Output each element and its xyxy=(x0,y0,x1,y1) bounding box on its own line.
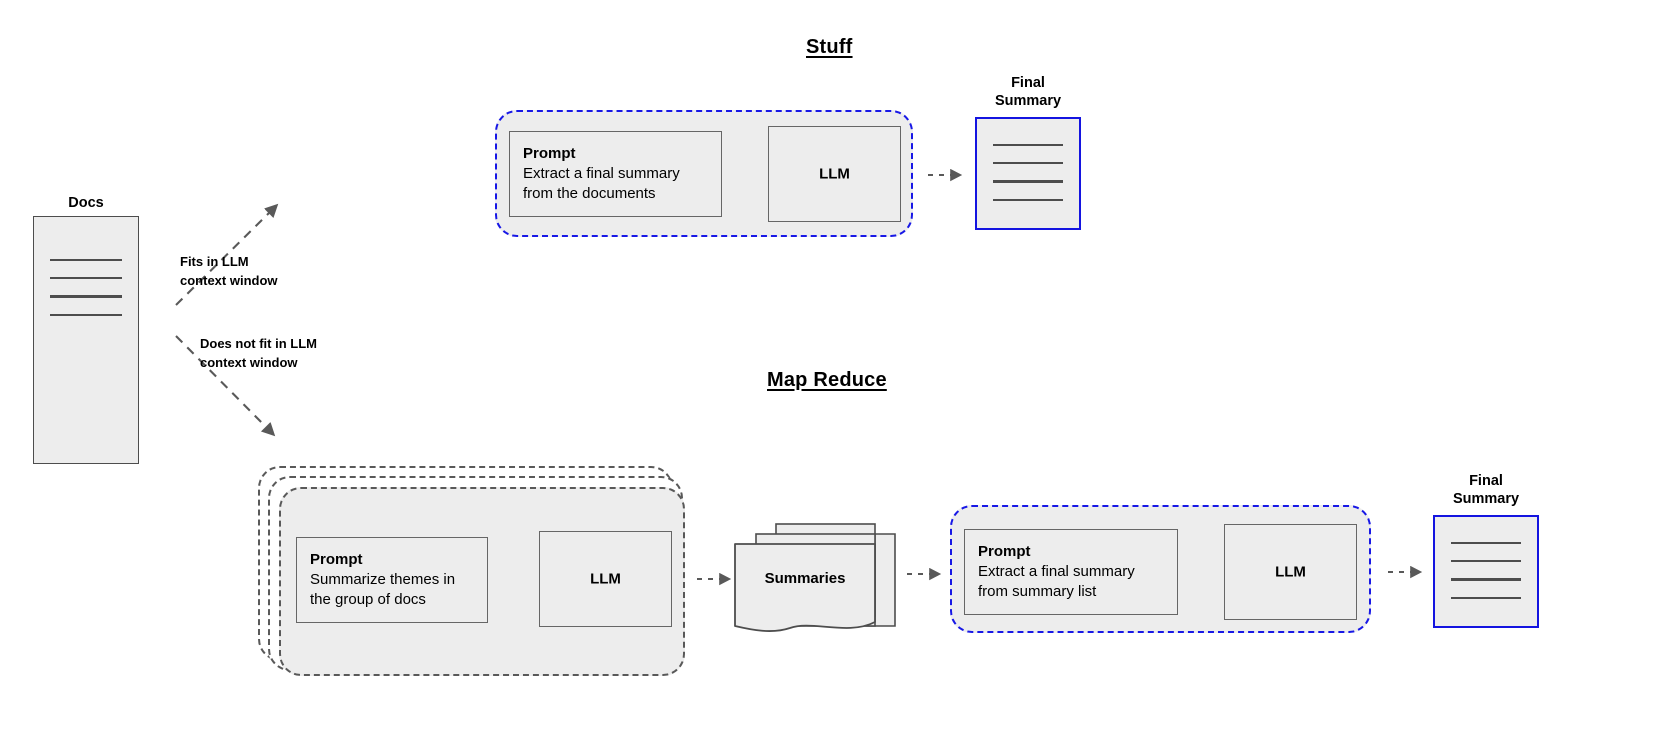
map-llm-box: LLM xyxy=(539,531,672,627)
reduce-llm-label: LLM xyxy=(1275,563,1306,581)
branch-label-fits-line2: context window xyxy=(180,273,278,288)
doc-line xyxy=(1451,596,1521,599)
branch-label-fits-line1: Fits in LLM xyxy=(180,254,249,269)
stuff-final-caption-line1: Final xyxy=(1011,75,1045,91)
map-prompt-title: Prompt xyxy=(310,551,363,568)
map-final-summary-box xyxy=(1433,515,1539,628)
reduce-prompt-text: Prompt Extract a final summary from summ… xyxy=(978,542,1135,602)
doc-line xyxy=(50,295,122,298)
stuff-final-summary-lines xyxy=(977,144,1079,201)
reduce-llm-box: LLM xyxy=(1224,524,1357,620)
doc-line xyxy=(993,162,1063,165)
doc-line xyxy=(50,259,122,262)
reduce-prompt-title: Prompt xyxy=(978,543,1031,560)
map-final-caption-line1: Final xyxy=(1469,473,1503,489)
map-llm-label: LLM xyxy=(590,570,621,588)
map-prompt-body-line2: the group of docs xyxy=(310,591,426,608)
doc-line xyxy=(993,180,1063,183)
stuff-final-caption-line2: Summary xyxy=(994,93,1062,109)
stuff-final-summary-box xyxy=(975,117,1081,230)
doc-line xyxy=(1451,560,1521,563)
doc-line xyxy=(993,144,1063,147)
reduce-prompt-body-line1: Extract a final summary xyxy=(978,563,1135,580)
stuff-prompt-title: Prompt xyxy=(523,145,576,162)
section-title-map-reduce: Map Reduce xyxy=(767,369,887,391)
stuff-llm-label: LLM xyxy=(819,165,850,183)
stuff-final-summary-caption: Final Summary xyxy=(975,74,1081,110)
branch-label-does-not-fit-line1: Does not fit in LLM xyxy=(200,336,317,351)
reduce-prompt-body-line2: from summary list xyxy=(978,583,1097,600)
section-title-stuff: Stuff xyxy=(806,36,853,58)
map-final-summary-caption: Final Summary xyxy=(1433,472,1539,508)
branch-label-does-not-fit-line2: context window xyxy=(200,355,298,370)
stuff-prompt-text: Prompt Extract a final summary from the … xyxy=(523,144,680,204)
map-prompt-body-line1: Summarize themes in xyxy=(310,571,456,588)
doc-line xyxy=(50,277,122,280)
doc-line xyxy=(1451,578,1521,581)
map-prompt-box: Prompt Summarize themes in the group of … xyxy=(296,537,488,623)
doc-line xyxy=(1451,542,1521,545)
reduce-prompt-box: Prompt Extract a final summary from summ… xyxy=(964,529,1178,615)
summaries-label: Summaries xyxy=(764,570,846,587)
branch-label-fits: Fits in LLM context window xyxy=(180,252,510,290)
map-final-summary-lines xyxy=(1435,542,1537,599)
doc-line xyxy=(50,313,122,316)
stuff-prompt-body-line1: Extract a final summary xyxy=(523,165,680,182)
docs-box xyxy=(33,216,139,464)
map-final-caption-line2: Summary xyxy=(1452,491,1520,507)
docs-lines xyxy=(34,259,138,316)
branch-label-does-not-fit: Does not fit in LLM context window xyxy=(200,334,530,372)
doc-line xyxy=(993,198,1063,201)
stuff-prompt-body-line2: from the documents xyxy=(523,185,656,202)
map-prompt-text: Prompt Summarize themes in the group of … xyxy=(310,550,455,610)
docs-caption: Docs xyxy=(68,195,104,211)
stuff-llm-box: LLM xyxy=(768,126,901,222)
stuff-prompt-box: Prompt Extract a final summary from the … xyxy=(509,131,722,217)
